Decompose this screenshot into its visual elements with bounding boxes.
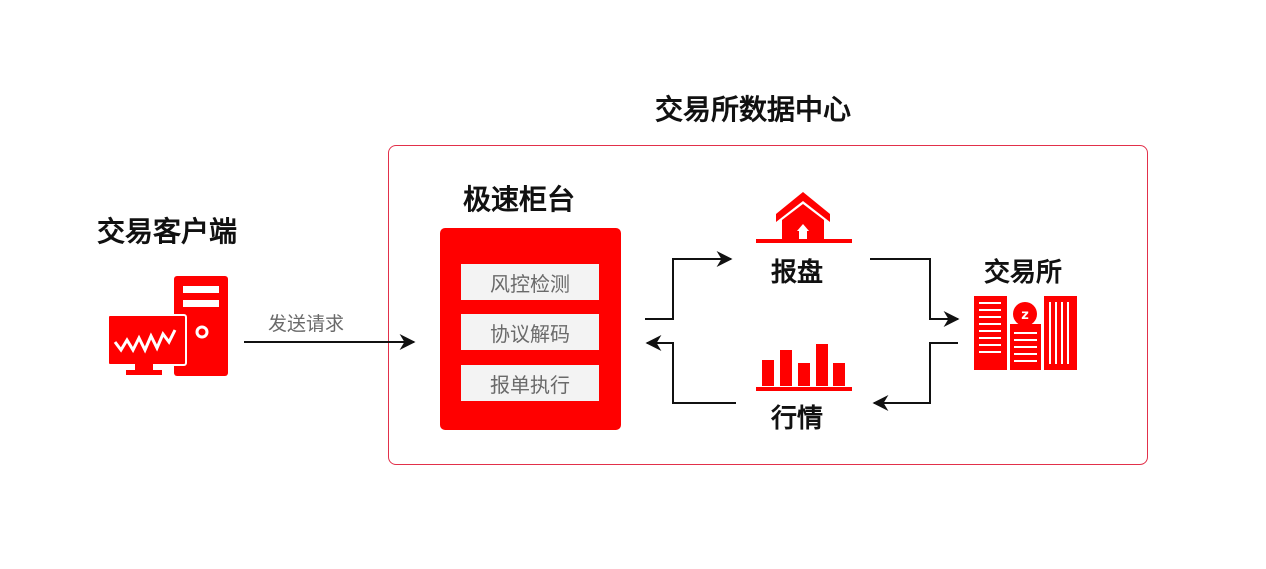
- module-risk-check: 风控检测: [461, 264, 599, 300]
- market-data-label: 行情: [771, 404, 824, 434]
- send-request-label: 发送请求: [268, 313, 345, 335]
- order-report-label: 报盘: [771, 258, 824, 288]
- exchange-title: 交易所: [984, 258, 1063, 288]
- arrow-exchange-to-market: [872, 342, 958, 411]
- module-order-execute: 报单执行: [461, 365, 599, 401]
- buildings-icon: z: [974, 296, 1077, 370]
- bar-chart-icon: [756, 344, 852, 391]
- client-title: 交易客户端: [97, 215, 238, 248]
- computer-terminal-icon: [108, 276, 228, 376]
- arrow-counter-to-report: [645, 251, 733, 320]
- arrow-market-to-counter: [645, 335, 736, 404]
- speed-counter-box: 风控检测 协议解码 报单执行: [440, 228, 621, 430]
- svg-text:z: z: [1021, 308, 1029, 323]
- house-upload-icon: [756, 192, 852, 243]
- data-center-title: 交易所数据中心: [655, 93, 852, 126]
- arrow-report-to-exchange: [870, 258, 960, 327]
- data-center-boundary: [388, 145, 1148, 465]
- module-protocol-decode: 协议解码: [461, 314, 599, 350]
- counter-title: 极速柜台: [463, 183, 576, 216]
